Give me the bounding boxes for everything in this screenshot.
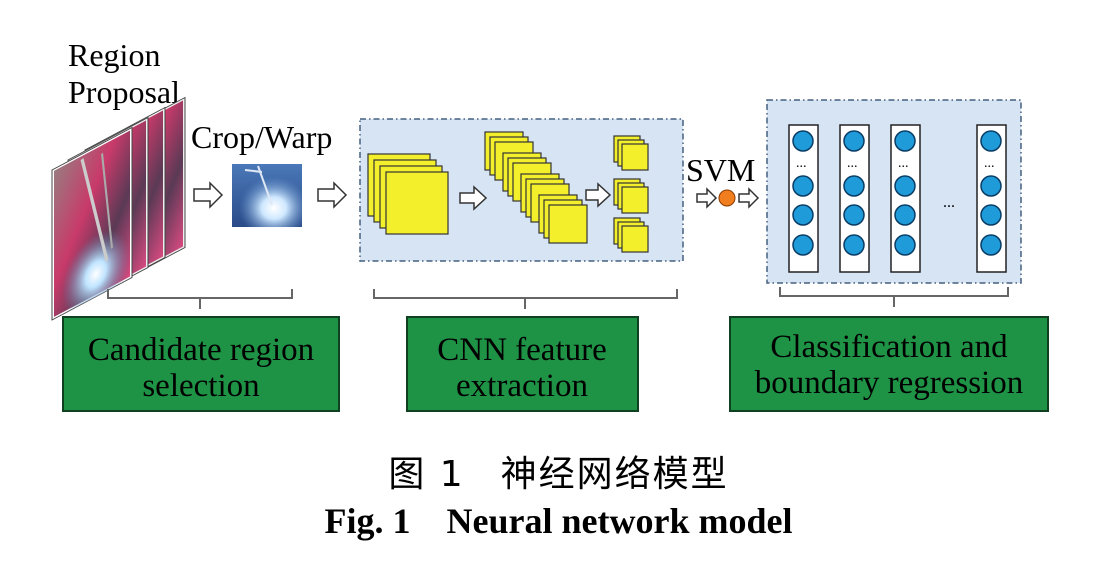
region-proposal-label-line2: Proposal (68, 74, 180, 110)
conv-layer-3 (613, 135, 649, 253)
crop-warp-label: Crop/Warp (191, 119, 332, 155)
region-proposal-label-line1: Region (68, 37, 160, 73)
classification-panel: ... ... ... ... ... (766, 99, 1022, 284)
stage-label-line1: CNN feature (437, 332, 607, 368)
svg-text:...: ... (984, 156, 995, 171)
conv-layer-1 (367, 153, 449, 235)
stage-box-cnn: CNN feature extraction (406, 316, 639, 412)
figure-number-cn: 图 1 (388, 454, 465, 495)
stage-box-candidate: Candidate region selection (62, 316, 340, 412)
region-proposal-images (51, 96, 186, 321)
arrow-right-icon (738, 187, 760, 209)
cnn-panel (359, 118, 684, 262)
stage-label-line2: selection (142, 368, 259, 404)
arrow-right-icon (585, 182, 612, 208)
stage-box-classification: Classification and boundary regression (729, 316, 1049, 412)
arrow-right-icon (317, 181, 348, 209)
output-column: ... (839, 124, 870, 273)
svg-text:...: ... (898, 156, 909, 171)
figure-title-cn: 神经网络模型 (500, 454, 729, 495)
arrow-right-icon (696, 187, 718, 209)
brace-classification (779, 287, 1009, 307)
brace-cnn (373, 289, 678, 309)
figure-caption-english: Fig. 1 Neural network model (0, 500, 1117, 542)
stage-label-line1: Candidate region (88, 332, 314, 368)
figure-title-en: Neural network model (446, 501, 793, 541)
output-column: ... (890, 124, 921, 273)
cropped-image (232, 164, 302, 227)
figure-number-en: Fig. 1 (324, 501, 411, 541)
svg-text:...: ... (847, 156, 858, 171)
stage-label-line2: extraction (456, 368, 588, 404)
output-column: ... (976, 124, 1007, 273)
arrow-right-icon (193, 181, 224, 209)
columns-ellipsis: ... (943, 194, 955, 211)
svm-label: SVM (686, 152, 755, 188)
svg-text:...: ... (796, 156, 807, 171)
stage-label-line2: boundary regression (755, 365, 1024, 401)
output-column: ... (788, 124, 819, 273)
arrow-right-icon (459, 185, 488, 211)
figure-caption-chinese: 图 1 神经网络模型 (0, 445, 1117, 497)
brace-candidate (107, 289, 293, 309)
svm-node (718, 189, 736, 207)
stage-label-line1: Classification and (770, 329, 1008, 365)
conv-layer-2 (484, 131, 588, 244)
